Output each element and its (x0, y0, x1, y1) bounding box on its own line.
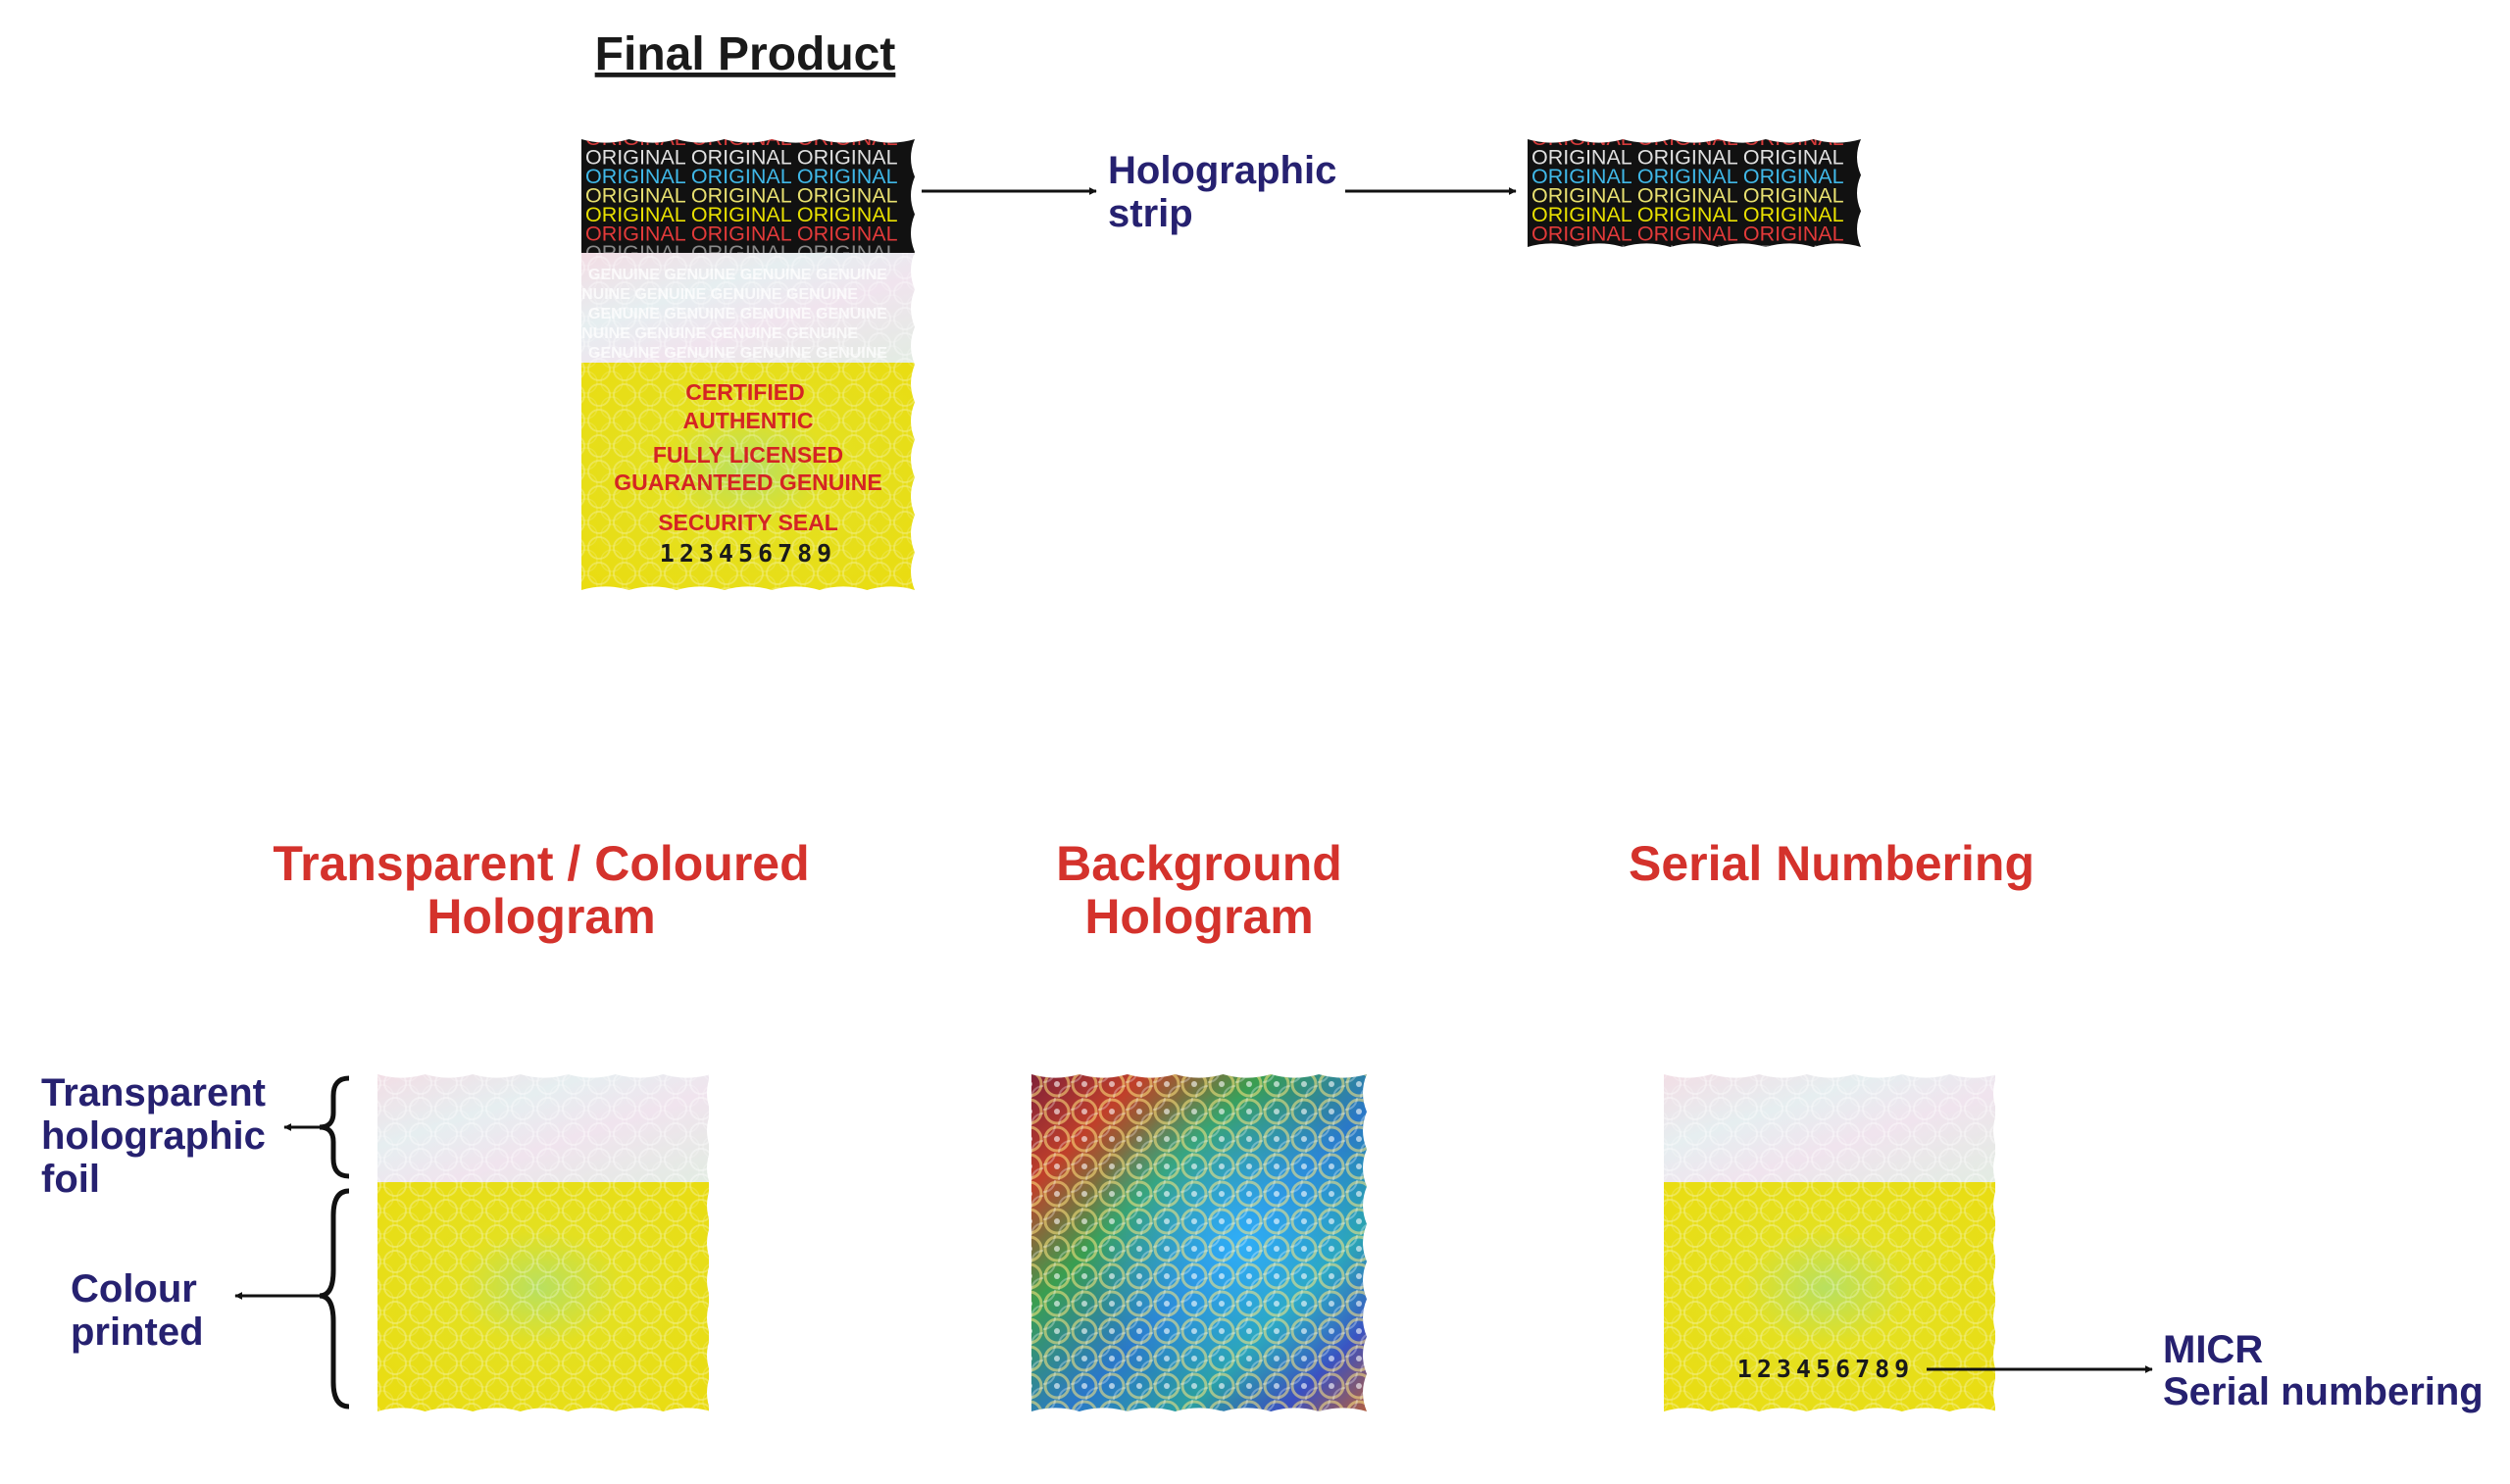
strip-text-row: ORIGINAL ORIGINAL ORIGINAL (585, 165, 898, 188)
seal-security-seal-text: SECURITY SEAL (658, 510, 838, 535)
genuine-text-row: GENUINE GENUINE GENUINE GENUINE (559, 325, 858, 342)
seal-certified-text: CERTIFIED (685, 379, 804, 405)
transparent-hologram-title-line2: Hologram (427, 889, 655, 944)
strip-text-row: ORIGINAL ORIGINAL ORIGINAL (585, 146, 898, 170)
seal-authentic-text: AUTHENTIC (683, 408, 814, 433)
foil-label-line1: Transparent (41, 1071, 266, 1114)
final-product-title: Final Product (595, 28, 896, 80)
strip-text-row: ORIGINAL ORIGINAL ORIGINAL (1531, 241, 1844, 265)
label-strip-background (581, 139, 915, 255)
background-hologram-title-line1: Background (1056, 836, 1342, 891)
foil-label-line2: holographic (41, 1114, 266, 1158)
printed-label-line2: printed (71, 1311, 204, 1354)
seal-fully-licensed-text: FULLY LICENSED (653, 442, 843, 468)
strip-text-row: ORIGINAL ORIGINAL ORIGINAL (1531, 165, 1844, 188)
strip-text-row: ORIGINAL ORIGINAL ORIGINAL (585, 126, 898, 150)
genuine-text-row: GENUINE GENUINE GENUINE GENUINE (588, 306, 887, 322)
strip-text-row: ORIGINAL ORIGINAL ORIGINAL (1531, 146, 1844, 170)
transparent-hologram-sample (377, 1074, 709, 1411)
seal-serial-number: 123456789 (660, 539, 836, 568)
strip-text-row: ORIGINAL ORIGINAL ORIGINAL (585, 203, 898, 226)
micr-serial-number: 123456789 (1737, 1355, 1914, 1383)
serial-numbering-sample (1664, 1074, 1995, 1411)
printed-label-line1: Colour (71, 1267, 197, 1311)
strip-text-row: ORIGINAL ORIGINAL ORIGINAL (1531, 223, 1844, 246)
serial-numbering-title: Serial Numbering (1629, 836, 2034, 891)
genuine-text-row: GENUINE GENUINE GENUINE GENUINE (559, 286, 858, 303)
printed-brace (319, 1188, 350, 1410)
micr-label-line2: Serial numbering (2163, 1370, 2484, 1413)
seal-guaranteed-genuine-text: GUARANTEED GENUINE (614, 470, 881, 495)
genuine-text-row: GENUINE GENUINE GENUINE GENUINE (588, 267, 887, 283)
strip-text-row: ORIGINAL ORIGINAL ORIGINAL (585, 223, 898, 246)
label-genuine-text: GENUINE GENUINE GENUINE GENUINE GENUINE G… (559, 267, 887, 362)
micr-label-line1: MICR (2163, 1328, 2263, 1371)
holographic-label-line2: strip (1108, 192, 1193, 235)
background-hologram-title-line2: Hologram (1084, 889, 1313, 944)
holographic-label-line1: Holographic (1108, 149, 1336, 192)
strip-text-row: ORIGINAL ORIGINAL ORIGINAL (1531, 203, 1844, 226)
transparent-hologram-title-line1: Transparent / Coloured (273, 836, 809, 891)
foil-label-line3: foil (41, 1158, 100, 1201)
strip-text-row: ORIGINAL ORIGINAL ORIGINAL (1531, 184, 1844, 208)
genuine-text-row: GENUINE GENUINE GENUINE GENUINE (588, 345, 887, 362)
background-hologram-sample (1031, 1074, 1367, 1411)
strip-text-row: ORIGINAL ORIGINAL ORIGINAL (1531, 126, 1844, 150)
strip-text-row: ORIGINAL ORIGINAL ORIGINAL (585, 184, 898, 208)
foil-brace (319, 1075, 350, 1179)
